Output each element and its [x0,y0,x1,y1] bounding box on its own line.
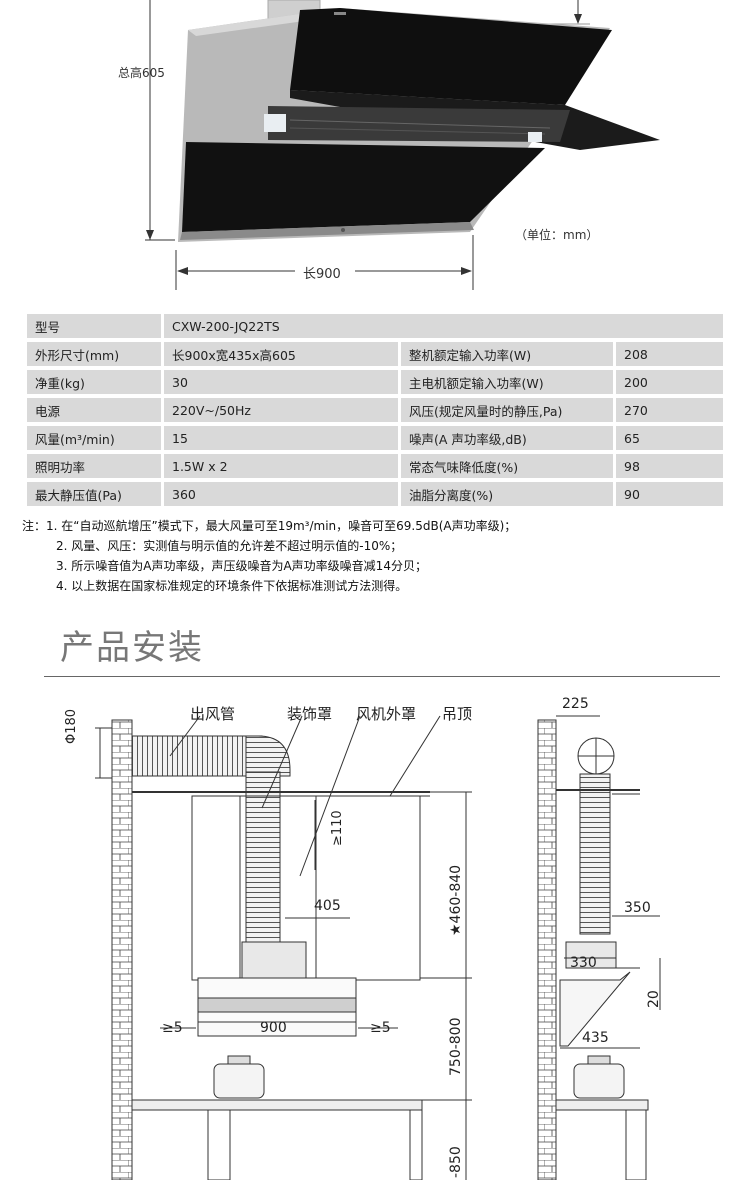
note-line: 3. 所示噪音值为A声功率级，声压级噪音为A声功率级噪音减14分贝； [56,559,427,573]
product-dimension-drawing [145,0,660,290]
spec-value: 90 [616,482,723,506]
table-row: 净重(kg) 30 主电机额定输入功率(W) 200 [27,370,723,394]
spec-key: 型号 [27,314,164,338]
spec-key: 风量(m³/min) [27,426,164,450]
table-row: 最大静压值(Pa) 360 油脂分离度(%) 90 [27,482,723,506]
spec-key: 噪声(A 声功率级,dB) [401,426,616,450]
spec-value: 15 [164,426,401,450]
spec-value: 1.5W x 2 [164,454,401,478]
spec-key: 整机额定输入功率(W) [401,342,616,366]
label-20: 20 [646,990,662,1008]
spec-key: 外形尺寸(mm) [27,342,164,366]
spec-value: 360 [164,482,401,506]
spec-key: 电源 [27,398,164,422]
table-row: 风量(m³/min) 15 噪声(A 声功率级,dB) 65 [27,426,723,450]
spec-value: 65 [616,426,723,450]
label-duct: 出风管 [190,705,236,723]
spec-value: 98 [616,454,723,478]
spec-value: 长900x宽435x高605 [164,342,401,366]
spec-key: 主电机额定输入功率(W) [401,370,616,394]
table-row: 照明功率 1.5W x 2 常态气味降低度(%) 98 [27,454,723,478]
spec-key: 最大静压值(Pa) [27,482,164,506]
note-line: 注：1. 在“自动巡航增压”模式下，最大风量可至19m³/min，噪音可至69.… [22,519,517,533]
spec-value: 208 [616,342,723,366]
spec-key: 常态气味降低度(%) [401,454,616,478]
label-435: 435 [582,1030,609,1046]
label-cover: 装饰罩 [287,705,333,723]
table-row: 外形尺寸(mm) 长900x宽435x高605 整机额定输入功率(W) 208 [27,342,723,366]
label-350: 350 [624,900,651,916]
length-label: 长900 [303,267,341,282]
spec-value: 270 [616,398,723,422]
spec-value: 30 [164,370,401,394]
label-330: 330 [570,955,597,971]
unit-label: （单位：mm） [515,228,599,242]
note-line: 2. 风量、风压：实测值与明示值的允许差不超过明示值的-10%； [56,539,403,553]
spec-value: 220V~/50Hz [164,398,401,422]
label-h750: 750-800 [448,1017,464,1077]
total-height-label: 总高605 [118,66,165,80]
spec-value: 200 [616,370,723,394]
table-row: 电源 220V~/50Hz 风压(规定风量时的静压,Pa) 270 [27,398,723,422]
label-900: 900 [260,1020,287,1036]
table-row: 型号 CXW-200-JQ22TS [27,314,723,338]
label-h850: -850 [448,1146,464,1178]
label-ge5-right: ≥5 [370,1020,391,1036]
spec-key: 净重(kg) [27,370,164,394]
notes: 注：1. 在“自动巡航增压”模式下，最大风量可至19m³/min，噪音可至69.… [22,516,516,596]
label-225: 225 [562,696,589,712]
spec-table: 型号 CXW-200-JQ22TS 外形尺寸(mm) 长900x宽435x高60… [27,310,723,510]
label-h460: ★460-840 [448,864,464,936]
spec-key: 照明功率 [27,454,164,478]
divider [44,676,720,677]
spec-key: 油脂分离度(%) [401,482,616,506]
installation-diagram [95,715,661,1180]
note-line: 4. 以上数据在国家标准规定的环境条件下依据标准测试方法测得。 [56,579,408,593]
label-min110: ≥110 [330,810,345,846]
section-title: 产品安装 [60,628,204,668]
label-fan-cover: 风机外罩 [356,705,417,723]
label-ge5-left: ≥5 [162,1020,183,1036]
label-phi: Φ180 [64,708,79,744]
spec-key: 风压(规定风量时的静压,Pa) [401,398,616,422]
label-ceiling: 吊顶 [442,705,473,723]
spec-value: CXW-200-JQ22TS [164,314,723,338]
label-405: 405 [314,898,341,914]
